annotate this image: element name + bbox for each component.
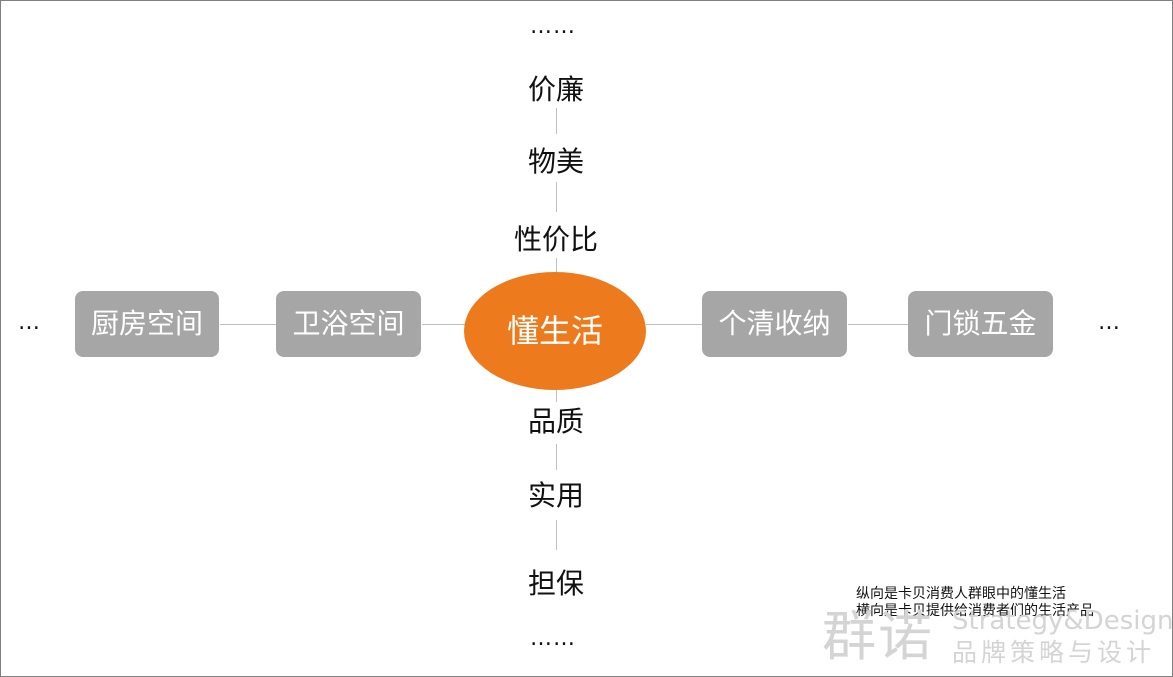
vertical-label-danbao: 担保 <box>527 567 584 600</box>
box-lock-hardware: 门锁五金 <box>908 291 1053 357</box>
ellipsis-top: …… <box>530 14 576 39</box>
logo-tagline-en: Strategy&Design <box>952 606 1173 636</box>
connector-v-6 <box>556 520 557 550</box>
connector-v-2 <box>556 182 557 212</box>
vertical-label-xingjiabi: 性价比 <box>513 223 598 256</box>
connector-v-3 <box>556 258 557 272</box>
connector-v-1 <box>556 108 557 134</box>
connector-h-3 <box>646 324 702 325</box>
vertical-label-wumei: 物美 <box>527 145 584 178</box>
vertical-label-pinzhi: 品质 <box>527 405 584 438</box>
ellipsis-right: … <box>1098 310 1121 335</box>
logo-tagline-cn: 品牌策略与设计 <box>952 638 1156 667</box>
connector-v-5 <box>556 444 557 470</box>
vertical-label-jialian: 价廉 <box>527 73 584 106</box>
center-node: 懂生活 <box>464 272 646 390</box>
brand-watermark-logo: 群诺 Strategy&Design 品牌策略与设计 <box>822 604 1173 670</box>
connector-h-2 <box>422 324 466 325</box>
ellipsis-left: … <box>18 310 41 335</box>
connector-h-1 <box>220 324 276 325</box>
ellipsis-bottom: …… <box>530 626 576 651</box>
logo-mark: 群诺 <box>822 605 934 668</box>
box-personal-storage: 个清收纳 <box>702 291 847 357</box>
box-kitchen-space: 厨房空间 <box>75 291 219 357</box>
note-horizontal: 横向是卡贝提供给消费者们的生活产品 <box>856 603 1094 619</box>
connector-v-4 <box>556 390 557 402</box>
note-vertical: 纵向是卡贝消费人群眼中的懂生活 <box>856 586 1066 602</box>
connector-h-4 <box>848 324 908 325</box>
box-bathroom-space: 卫浴空间 <box>276 291 421 357</box>
vertical-label-shiyong: 实用 <box>527 479 584 512</box>
